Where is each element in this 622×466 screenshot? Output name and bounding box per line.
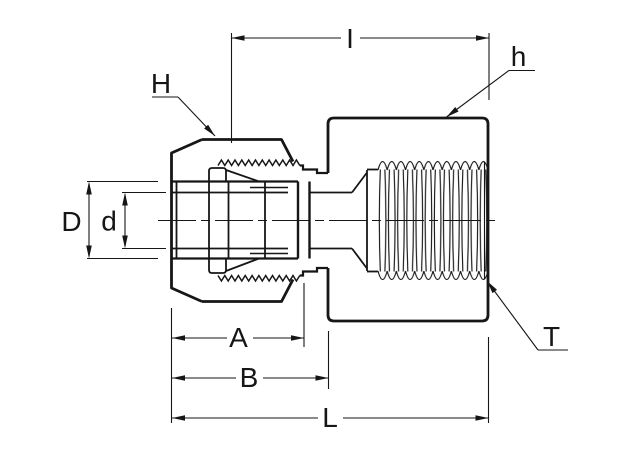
leader-H: H [151,68,216,137]
body-bore-cone [351,168,378,273]
nut-serrations [217,158,301,283]
leader-T: T [486,280,568,352]
label-T: T [543,321,560,352]
leader-h: h [446,41,535,118]
label-A: A [229,322,248,353]
nut-outline [170,138,295,303]
label-L: L [322,402,338,433]
label-h: h [511,41,527,72]
nut-body-step [299,164,328,277]
ferrule-internals [171,167,352,274]
dimension-d: d [101,191,166,250]
label-I: I [346,23,354,54]
label-D: D [61,206,81,237]
label-d: d [101,206,117,237]
internal-thread [378,158,488,284]
dimension-L: L [172,337,490,433]
label-H: H [151,68,171,99]
dimension-D: D [61,180,158,260]
dimension-I: I [230,23,490,143]
label-B: B [240,362,259,393]
dimension-A: A [172,283,305,353]
dimension-B: B [172,331,330,393]
